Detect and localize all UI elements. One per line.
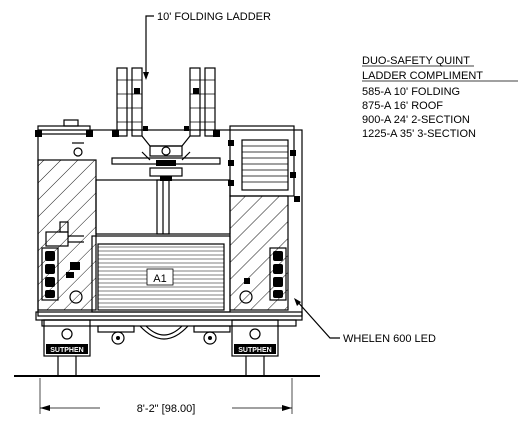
folding-ladder-label: 10' FOLDING LADDER	[157, 11, 271, 23]
left-side-equipment	[41, 221, 84, 304]
ladder-list-item: 585-A 10' FOLDING	[362, 86, 460, 98]
compartment-a1-label: A1	[153, 273, 166, 285]
mudflap-left-text: SUTPHEN	[50, 347, 83, 354]
ladder-list-item: 900-A 24' 2-SECTION	[362, 114, 470, 126]
right-side-equipment	[239, 247, 287, 304]
width-dimension-label: 8'-2" [98.00]	[137, 403, 196, 415]
apparatus-body	[35, 119, 303, 317]
ladder-compliment-list: DUO-SAFETY QUINT LADDER COMPLIMENT 585-A…	[362, 55, 518, 140]
ladder-list-title-2: LADDER COMPLIMENT	[362, 70, 483, 82]
compartment-a1: A1	[91, 235, 231, 313]
mudflap-right: SUTPHEN	[231, 319, 279, 376]
folding-ladder-callout: 10' FOLDING LADDER	[143, 11, 271, 80]
rear-bumper	[35, 311, 303, 345]
ladder-rack-right	[228, 125, 300, 202]
width-dimension: 8'-2" [98.00]	[39, 378, 293, 415]
led-label: WHELEN 600 LED	[343, 333, 436, 345]
ladder-list-title-1: DUO-SAFETY QUINT	[362, 55, 470, 67]
mudflap-right-text: SUTPHEN	[238, 347, 271, 354]
mudflap-left: SUTPHEN	[43, 319, 91, 376]
ladder-list-item: 875-A 16' ROOF	[362, 100, 443, 112]
ladder-list-item: 1225-A 35' 3-SECTION	[362, 128, 476, 140]
led-callout: WHELEN 600 LED	[294, 298, 436, 345]
folding-ladder	[111, 67, 221, 181]
